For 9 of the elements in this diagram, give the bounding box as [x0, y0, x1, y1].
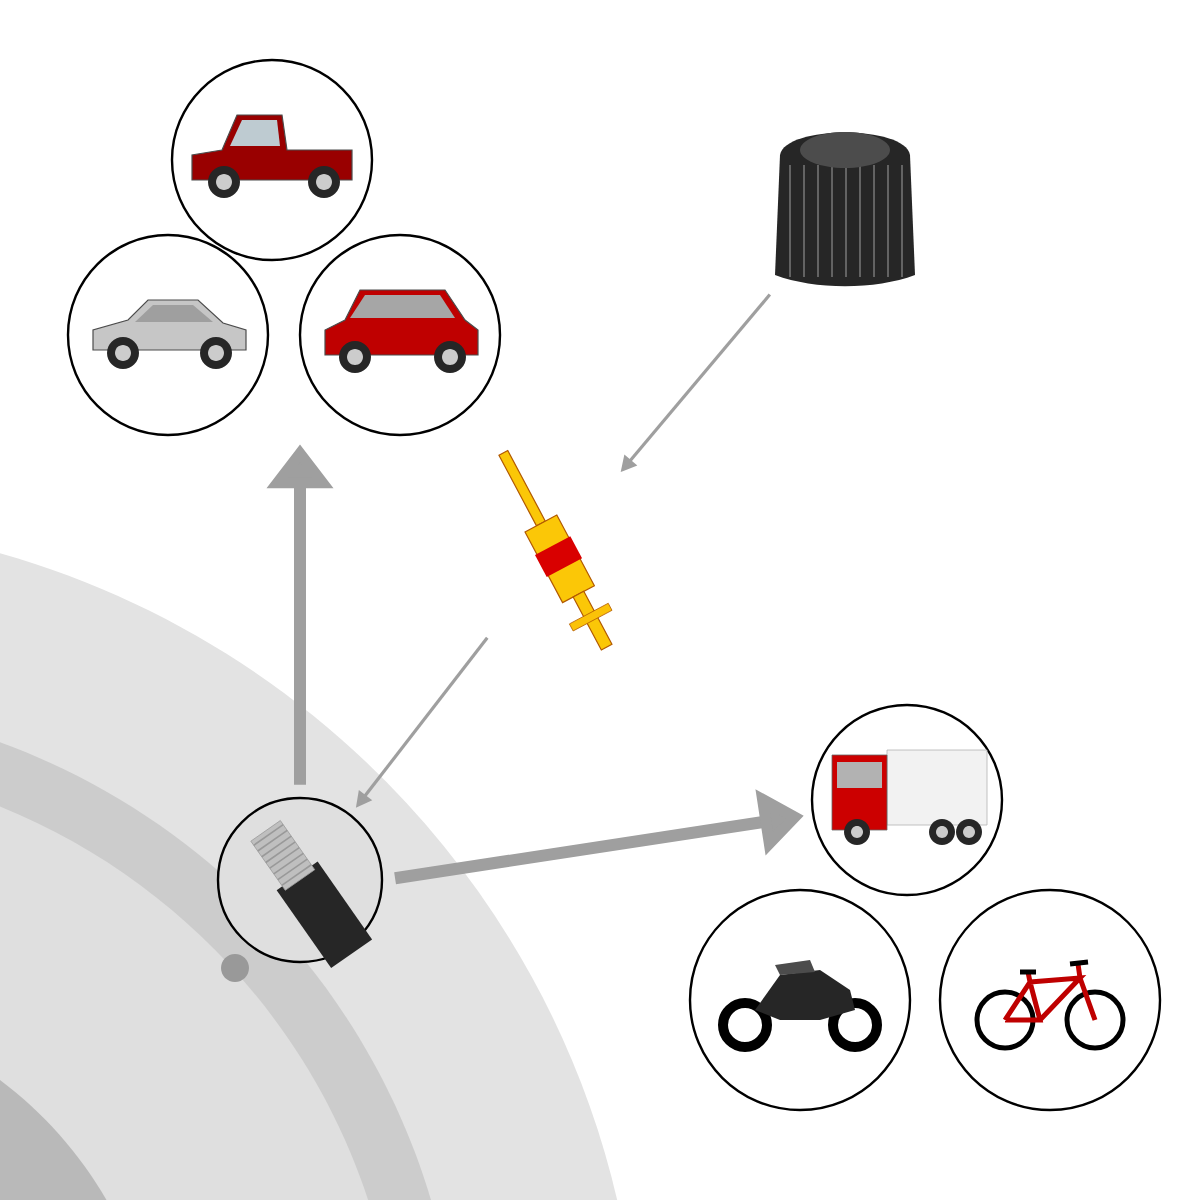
sedan-car-drawing: [66, 233, 270, 437]
valve-cap-drawing: [775, 132, 915, 287]
bicycle-drawing: [938, 888, 1162, 1112]
truck-drawing: [810, 703, 1004, 897]
suv-drawing: [298, 233, 502, 437]
valve-core-drawing: [498, 449, 613, 651]
motorcycle-drawing: [688, 888, 912, 1112]
valve-stem-drawing: [216, 796, 384, 969]
pickup-truck-drawing: [170, 58, 374, 262]
